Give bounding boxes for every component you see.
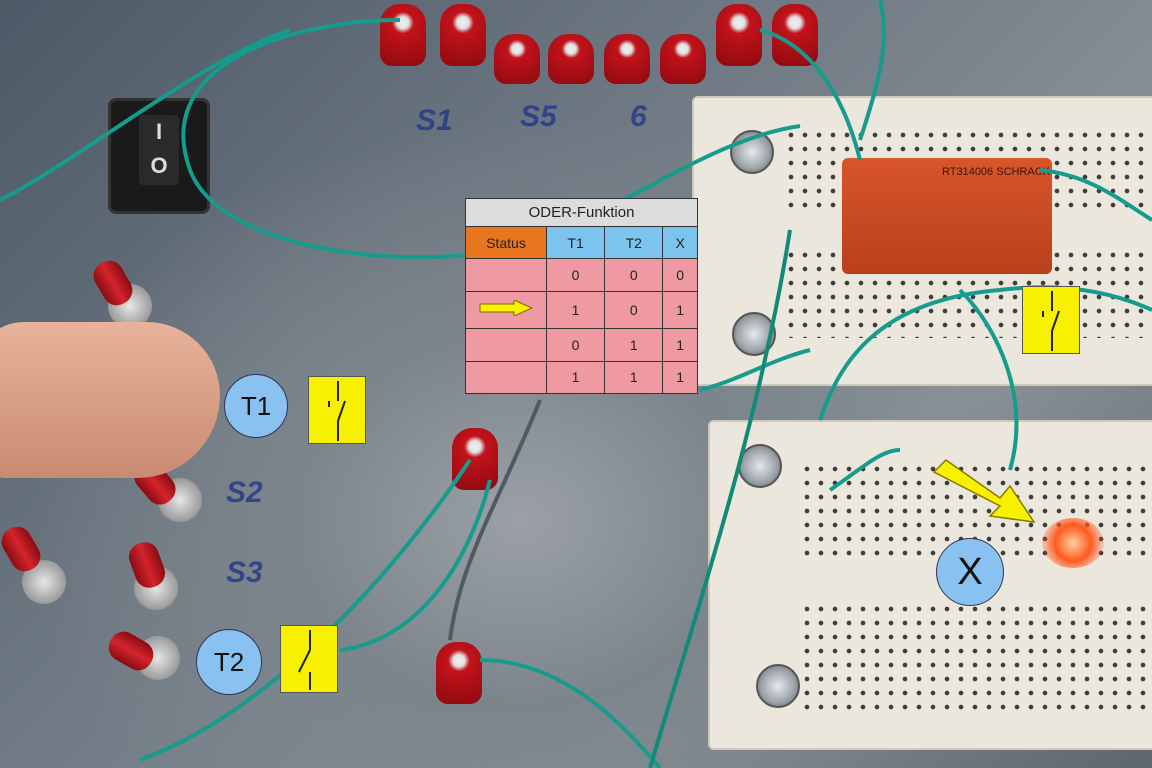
socket (380, 4, 426, 66)
socket (548, 34, 594, 84)
marking-s2: S2 (226, 476, 263, 509)
label-t1: T1 (224, 374, 288, 438)
screw (738, 444, 782, 488)
finger (0, 322, 220, 478)
socket (716, 4, 762, 66)
socket (772, 4, 818, 66)
socket (660, 34, 706, 84)
arrow-pointing-to-led-icon (932, 459, 1036, 523)
socket (440, 4, 486, 66)
marking-6: 6 (630, 100, 647, 133)
relay-contact-icon (1022, 286, 1080, 354)
socket (494, 34, 540, 84)
marking-s5: S5 (520, 100, 557, 133)
marking-s3: S3 (226, 556, 263, 589)
socket (604, 34, 650, 84)
label-t2: T2 (196, 629, 262, 695)
header-x: X (662, 225, 698, 260)
marking-s1: S1 (416, 104, 453, 137)
table-title: ODER-Funktion (465, 198, 698, 227)
label-x: X (936, 538, 1004, 606)
switch-closed-icon (308, 376, 366, 444)
switch-open-icon (280, 625, 338, 693)
socket (452, 428, 498, 490)
relay: RT314006 SCHRACK (842, 158, 1052, 274)
socket (436, 642, 482, 704)
red-led (1042, 518, 1104, 568)
screw (756, 664, 800, 708)
header-status: Status (465, 225, 547, 260)
header-t1: T1 (545, 225, 606, 260)
arrow-right-icon (479, 299, 534, 318)
header-t2: T2 (604, 225, 664, 260)
